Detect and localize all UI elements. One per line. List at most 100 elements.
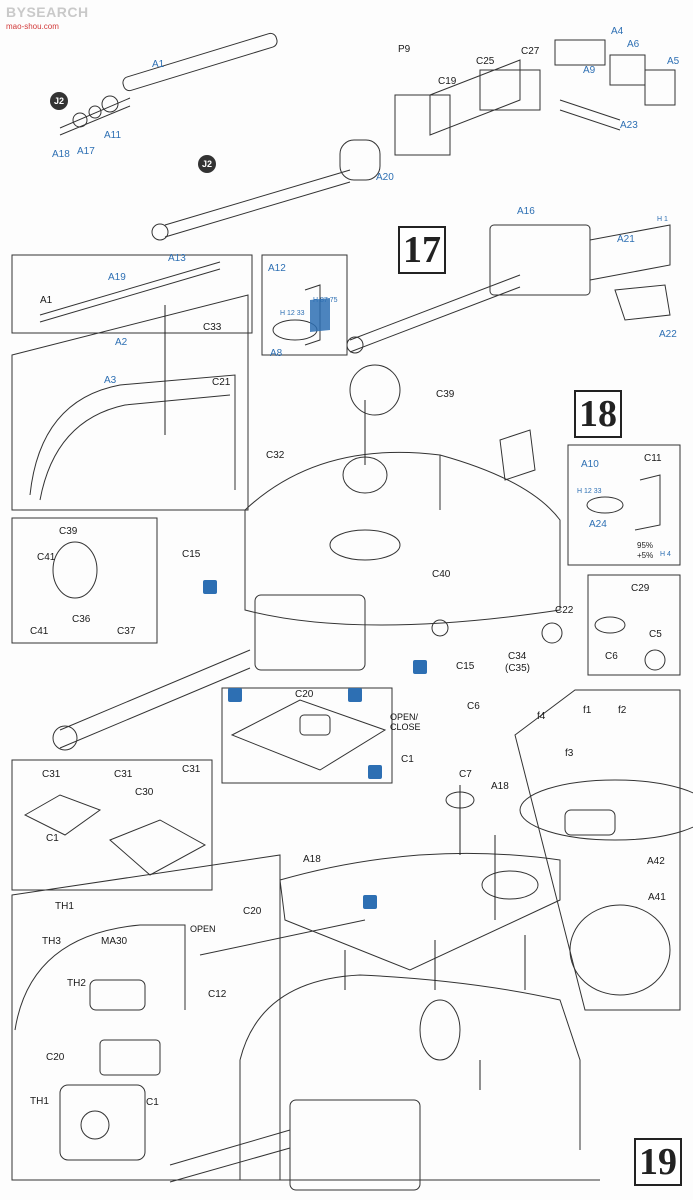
part-label-c1c: C1 [146,1097,159,1108]
callout-box-f1 [514,689,681,1011]
part-label-c32: C32 [266,450,285,461]
part-label-a42: A42 [647,856,665,867]
part-label-a13: A13 [168,253,186,264]
part-label-a6: A6 [627,39,640,50]
part-label-th2: TH2 [67,978,86,989]
part-label-c37: C37 [117,626,136,637]
paint-code-h87: H 87 75 [313,297,338,304]
mantlet-parts [394,39,676,156]
part-label-c27: C27 [521,46,540,57]
paint-mix-5: +5% [637,551,654,560]
part-label-c35: (C35) [505,663,531,674]
marker-j2-top: J2 [50,92,68,110]
part-label-a12: A12 [268,263,286,274]
callout-box-a24 [567,444,681,566]
part-label-c33: C33 [203,322,222,333]
part-label-c19: C19 [438,76,457,87]
part-label-a8: A8 [270,348,283,359]
part-label-a2: A2 [115,337,128,348]
callout-box-c31 [11,759,213,891]
open-close-label-2: CLOSE [390,722,421,732]
part-label-a41: A41 [648,892,666,903]
part-label-f2: f2 [618,705,627,716]
part-label-a10: A10 [581,459,599,470]
paint-code-h4: H 4 [660,551,671,558]
step17-gun-assembly [346,224,671,354]
part-label-c30: C30 [135,787,154,798]
part-label-a17: A17 [77,146,95,157]
part-label-a18b: A18 [491,781,509,792]
part-label-c41b: C41 [30,626,49,637]
part-label-p9: P9 [398,44,411,55]
marker-j2-mid: J2 [198,155,216,173]
paint-code-h1: H 1 [657,216,668,223]
part-label-c20: C20 [295,689,314,700]
part-label-a19: A19 [108,272,126,283]
callout-box-c21 [11,294,249,511]
part-label-f3: f3 [565,748,574,759]
part-label-a24: A24 [589,519,607,530]
step19-turret-base [169,791,600,1191]
step-number-18: 18 [574,390,622,438]
part-label-a9: A9 [583,65,596,76]
paint-code-h12-b: H 12 33 [577,488,602,495]
part-label-c41: C41 [37,552,56,563]
step-number-17: 17 [398,226,446,274]
part-label-c31c: C31 [182,764,201,775]
part-label-a20: A20 [376,172,394,183]
part-label-c31: C31 [42,769,61,780]
part-label-f4: f4 [537,711,546,722]
part-label-c5: C5 [649,629,662,640]
paint-mix-95: 95% [637,541,654,550]
part-label-a11: A11 [104,130,122,141]
step-number-19: 19 [634,1138,682,1186]
part-label-c31b: C31 [114,769,133,780]
callout-box-a13 [11,254,253,334]
part-label-c39b: C39 [59,526,78,537]
open-close-label-1: OPEN/ [390,712,419,722]
part-label-c15: C15 [182,549,201,560]
paint-code-h12: H 12 33 [280,310,305,317]
part-label-c36: C36 [72,614,91,625]
callout-box-c20 [221,687,393,784]
part-label-f1: f1 [583,705,592,716]
part-label-th1: TH1 [55,901,74,912]
part-label-a1: A1 [152,59,165,70]
part-label-c7: C7 [459,769,472,780]
part-label-c6b: C6 [467,701,480,712]
part-label-a18: A18 [52,149,70,160]
callout-box-c6 [587,574,681,676]
part-label-a3: A3 [104,375,117,386]
callout-box-a8 [261,254,348,356]
part-label-a23: A23 [620,120,638,131]
part-label-th1b: TH1 [30,1096,49,1107]
watermark: BYSEARCH [6,4,89,20]
watermark-sub: mao-shou.com [6,22,59,31]
part-label-a16: A16 [517,206,535,217]
part-label-a21: A21 [617,234,635,245]
part-label-th3: TH3 [42,936,61,947]
part-label-c34: C34 [508,651,527,662]
part-label-a22: A22 [659,329,677,340]
part-label-c6: C6 [605,651,618,662]
part-label-c22: C22 [555,605,574,616]
callout-box-th [11,854,281,1181]
part-label-ma30: MA30 [101,936,128,947]
callout-box-c39 [11,517,158,644]
part-label-a4: A4 [611,26,624,37]
part-label-c29: C29 [631,583,650,594]
part-label-c39: C39 [436,389,455,400]
part-label-c21: C21 [212,377,231,388]
open-label: OPEN [190,924,216,934]
part-label-c15b: C15 [456,661,475,672]
part-label-c25: C25 [476,56,495,67]
part-label-c40: C40 [432,569,451,580]
part-label-c12: C12 [208,989,227,1000]
part-label-a18c: A18 [303,854,321,865]
part-label-c20b: C20 [243,906,262,917]
barrel-assembly-mid [151,139,381,241]
part-label-a5: A5 [667,56,680,67]
part-label-c1b: C1 [46,833,59,844]
